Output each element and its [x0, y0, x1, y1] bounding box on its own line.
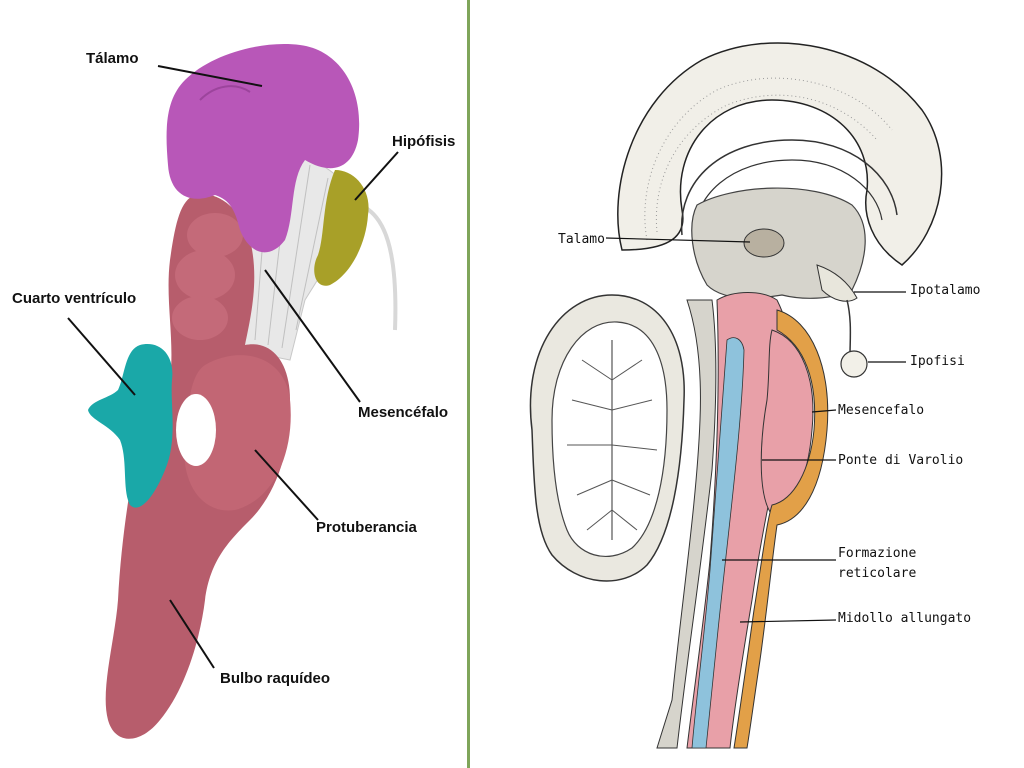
- right-sagittal-figure: Talamo Ipotalamo Ipofisi Mesencefalo Pon…: [472, 0, 1024, 768]
- label-bulbo-raquideo: Bulbo raquídeo: [220, 670, 330, 687]
- talamo-structure: [166, 44, 360, 253]
- ipofisi-gland: [840, 350, 868, 378]
- label-protuberancia: Protuberancia: [316, 519, 418, 536]
- leader-mesencefalo-right: [811, 409, 837, 413]
- right-sagittal-svg: Talamo Ipotalamo Ipofisi Mesencefalo Pon…: [529, 42, 980, 749]
- ipotalamo-structure: [816, 264, 858, 302]
- brainstem-bump: [175, 250, 235, 300]
- talamo-nucleus: [743, 228, 785, 258]
- label-midollo-allungato: Midollo allungato: [838, 611, 971, 626]
- label-hipofisis: Hipófisis: [392, 133, 455, 150]
- left-brainstem-svg: Tálamo Hipófisis Cuarto ventrículo Mesen…: [12, 44, 455, 739]
- pons-gap: [176, 394, 216, 466]
- label-talamo: Tálamo: [86, 50, 139, 67]
- label-ponte-di-varolio: Ponte di Varolio: [838, 453, 963, 468]
- talamo-groove: [199, 85, 251, 101]
- label-formazione: Formazione: [838, 546, 916, 561]
- label-cuarto-ventriculo: Cuarto ventrículo: [12, 290, 136, 307]
- label-mesencefalo-right: Mesencefalo: [838, 403, 924, 418]
- cerebellum-structure: [529, 294, 685, 582]
- panel-divider: [467, 0, 470, 768]
- leader-cuarto-ventriculo: [67, 317, 136, 396]
- fornix-arc: [680, 139, 898, 236]
- label-talamo-right: Talamo: [558, 232, 605, 247]
- leader-talamo-right: [605, 237, 751, 243]
- cuarto-ventriculo-structure: [88, 344, 173, 508]
- label-reticolare: reticolare: [838, 566, 916, 581]
- leader-protuberancia: [254, 449, 319, 521]
- left-brainstem-figure: Tálamo Hipófisis Cuarto ventrículo Mesen…: [0, 0, 468, 768]
- label-ipofisi: Ipofisi: [910, 354, 965, 369]
- label-ipotalamo: Ipotalamo: [910, 283, 980, 298]
- protuberancia-structure: [184, 355, 291, 511]
- label-mesencefalo: Mesencéfalo: [358, 404, 448, 421]
- cortex-arc: [617, 42, 943, 266]
- leader-bulbo-raquideo: [169, 599, 215, 669]
- leader-mesencefalo: [264, 269, 361, 403]
- ipofisi-stalk: [846, 299, 852, 356]
- brainstem-layers: [656, 292, 829, 749]
- leader-hipofisis: [354, 151, 399, 201]
- leader-talamo: [157, 65, 263, 87]
- brainstem-bump: [187, 213, 243, 257]
- brainstem-bump: [172, 296, 228, 340]
- leader-midollo-allungato: [739, 619, 837, 623]
